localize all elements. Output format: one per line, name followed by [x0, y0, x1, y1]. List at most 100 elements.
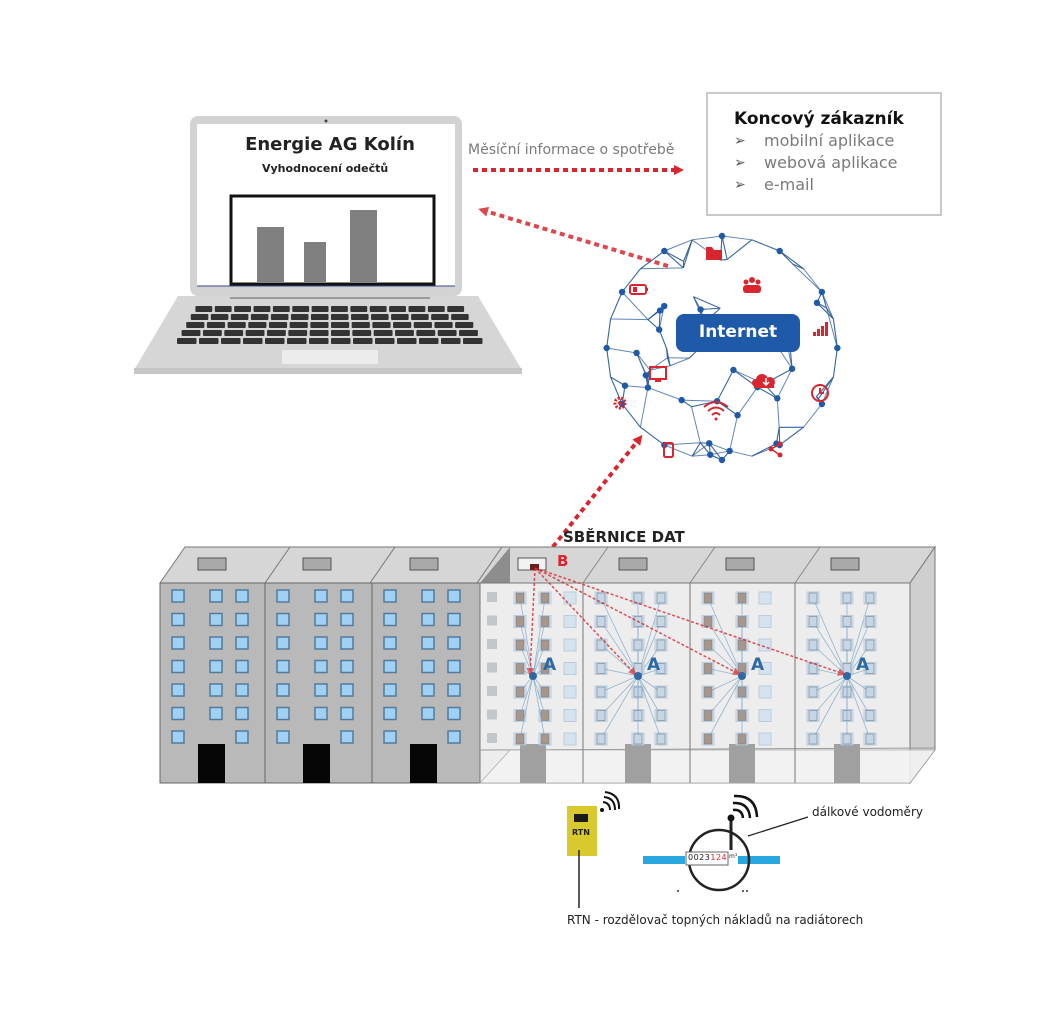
window [209, 612, 223, 627]
heat-cost-allocator [703, 686, 713, 698]
laptop-keyboard [177, 306, 483, 344]
data-bus-line [534, 567, 741, 675]
arrow-bullet-icon: ➢ [734, 133, 746, 149]
end-customer-box: Koncový zákazník ➢ mobilní aplikace ➢ we… [706, 92, 942, 216]
node-a-label: A [751, 655, 765, 675]
network-node [661, 302, 668, 310]
network-link [803, 403, 823, 428]
window-faded [758, 615, 772, 628]
keyboard-key [253, 306, 271, 312]
share-icon [768, 441, 783, 458]
meter-link [812, 675, 848, 693]
window [276, 683, 290, 697]
data-collector-b [530, 564, 539, 570]
customer-channel-label: mobilní aplikace [764, 131, 895, 150]
window [383, 636, 397, 650]
window [314, 612, 328, 627]
meter-link [812, 675, 848, 716]
roof [159, 546, 936, 584]
heat-cost-allocator [540, 639, 550, 651]
window-faded [487, 639, 497, 649]
meter-unit: m³ [729, 853, 738, 860]
water-meter-small [865, 686, 875, 698]
window [314, 636, 328, 650]
meter-link [637, 675, 662, 740]
rtn-wireless-icon [600, 791, 621, 812]
network-link [681, 399, 718, 402]
keyboard-key [287, 338, 307, 344]
keyboard-key [352, 330, 372, 336]
heat-cost-allocator [737, 616, 747, 627]
window [421, 636, 435, 650]
monitor-icon [649, 366, 667, 382]
roof-unit [302, 557, 332, 571]
network-link [606, 347, 637, 354]
window [235, 659, 249, 674]
keyboard-key [230, 314, 249, 320]
roof-divider [264, 546, 291, 584]
keyboard-key [393, 322, 412, 328]
network-node [707, 451, 714, 458]
network-node [818, 288, 826, 296]
network-node [633, 349, 640, 357]
window [383, 730, 397, 744]
network-node [618, 288, 626, 296]
keyboard-key [268, 322, 288, 328]
network-link [710, 450, 730, 456]
window [383, 683, 397, 697]
keyboard-key [202, 330, 222, 336]
water-meter-small [656, 592, 666, 604]
entrance-door [834, 744, 860, 783]
network-link [621, 403, 641, 428]
phone-icon [663, 442, 674, 458]
keyboard-key [186, 322, 205, 328]
water-meter-small [865, 592, 875, 604]
keyboard-key [351, 322, 370, 328]
network-link [658, 329, 668, 349]
heat-cost-allocator [540, 592, 550, 604]
network-link [832, 318, 838, 349]
network-link [737, 386, 758, 416]
heat-cost-allocator [515, 616, 525, 627]
node-a-label: A [856, 655, 870, 675]
laptop-camera [324, 119, 328, 123]
window [340, 730, 354, 744]
keyboard-key [190, 314, 209, 320]
keyboard-key [413, 322, 432, 328]
water-meter-small [865, 710, 875, 721]
roof-unit [197, 557, 227, 571]
water-meter-small [596, 592, 606, 604]
keyboard-key [290, 314, 309, 320]
meter-link [519, 675, 534, 716]
network-node [678, 396, 685, 404]
window [276, 636, 290, 650]
meter-wireless-icon [732, 794, 759, 819]
entrance-door [729, 744, 755, 783]
keyboard-key [227, 322, 246, 328]
keyboard-key [451, 314, 469, 320]
window-faded [758, 591, 772, 605]
keyboard-key [408, 306, 426, 312]
water-meter-small [808, 686, 818, 698]
keyboard-key [272, 306, 290, 312]
keyboard-key [243, 338, 263, 344]
network-node [697, 306, 704, 313]
network-link [832, 347, 838, 378]
water-meter-small [633, 639, 643, 651]
heat-cost-allocator [703, 663, 713, 674]
window-faded [563, 591, 577, 605]
laptop [134, 116, 522, 374]
window [421, 683, 435, 697]
keyboard-key [353, 338, 373, 344]
meter-link [519, 675, 534, 740]
network-link [664, 444, 693, 457]
window [209, 636, 223, 650]
network-link [610, 318, 648, 321]
window-faded [487, 709, 497, 720]
keyboard-key [265, 338, 285, 344]
keyboard-key [397, 338, 417, 344]
network-link [751, 239, 780, 252]
window-faded [487, 615, 497, 626]
network-link [692, 235, 723, 241]
